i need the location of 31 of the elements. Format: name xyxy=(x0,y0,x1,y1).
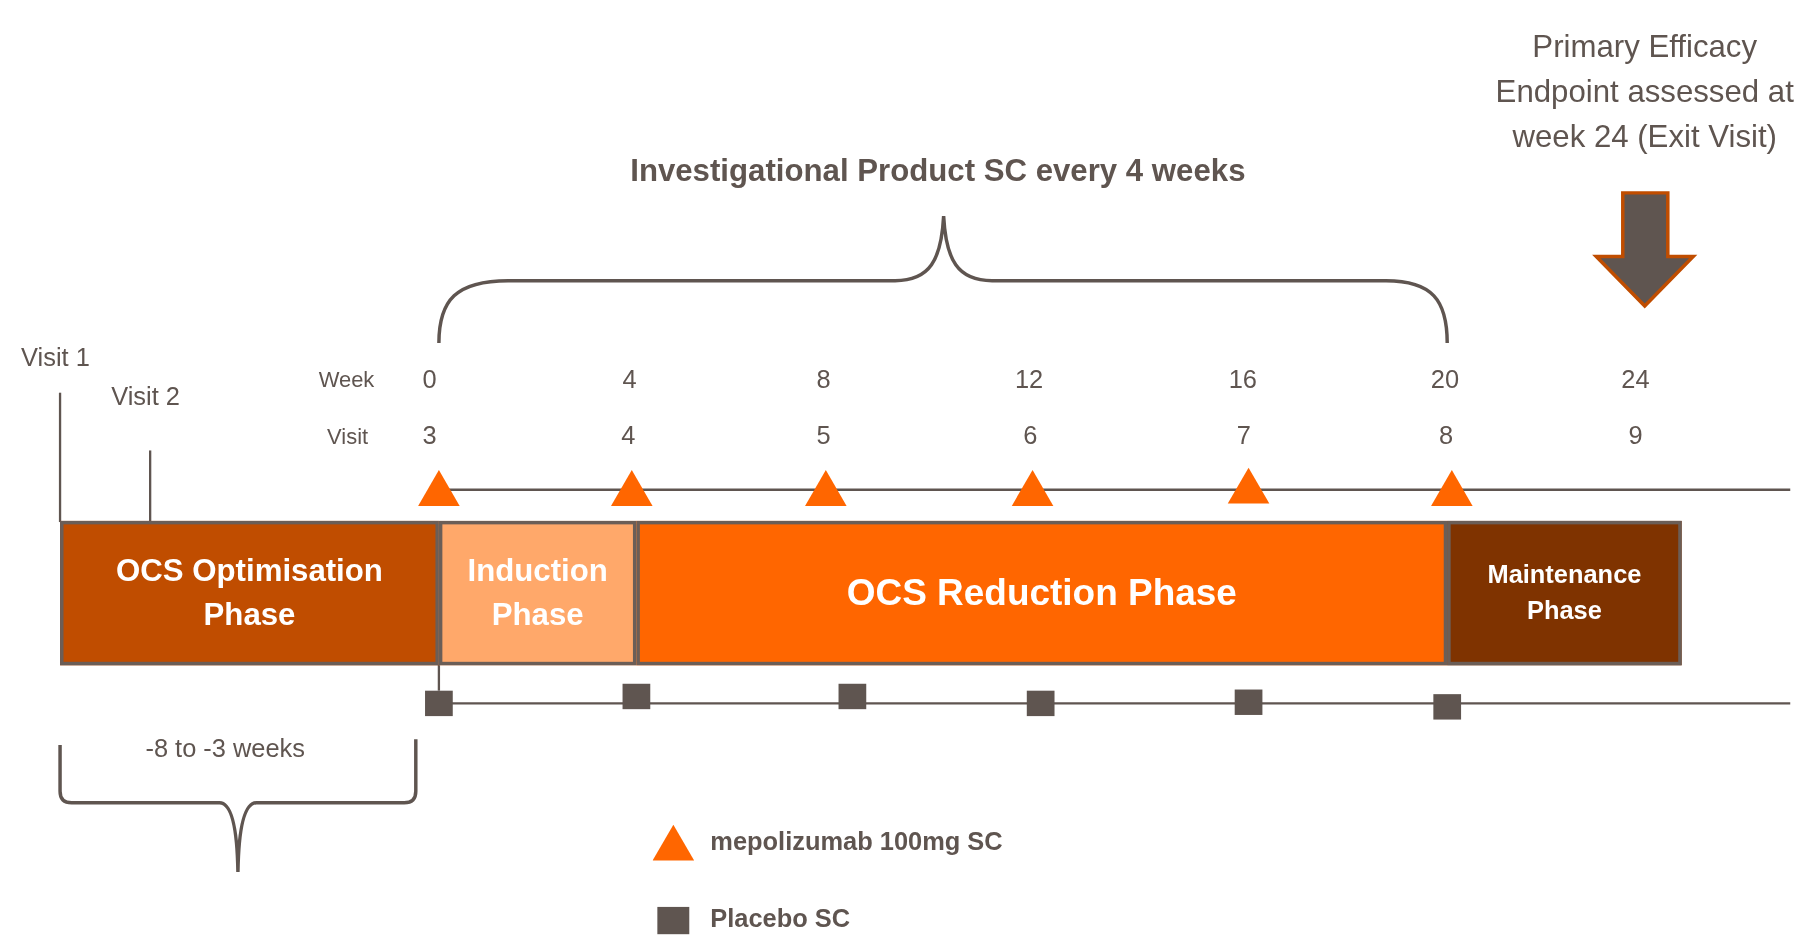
visit-label: Visit 2 xyxy=(111,382,180,413)
week-number: 4 xyxy=(622,365,637,395)
note-text: Primary Efficacy Endpoint assessed at week 24 (Exit Visit) xyxy=(1494,28,1795,157)
week-number: 12 xyxy=(1014,365,1044,395)
row-label: Visit xyxy=(327,423,369,450)
phase-label: Maintenance Phase xyxy=(1486,558,1643,627)
week-number: 20 xyxy=(1430,365,1460,395)
visit-number: 6 xyxy=(1023,420,1038,451)
phase-bar xyxy=(636,520,1448,666)
bracket-label: Investigational Product SC every 4 weeks xyxy=(630,153,1246,189)
phase-label: Induction Phase xyxy=(466,551,609,634)
visit-number: 4 xyxy=(621,420,636,451)
visit-number: 5 xyxy=(816,420,831,451)
duration-label: -8 to -3 weeks xyxy=(145,733,305,764)
week-number: 24 xyxy=(1621,365,1650,395)
visit-label: Visit 1 xyxy=(21,343,90,374)
legend-text: Placebo SC xyxy=(710,904,851,935)
phase-label: OCS Optimisation Phase xyxy=(115,551,384,634)
row-label: Week xyxy=(318,367,375,393)
phase-bar xyxy=(438,520,637,666)
visit-number: 7 xyxy=(1236,420,1251,451)
visit-number: 9 xyxy=(1628,420,1643,451)
visit-number: 8 xyxy=(1439,420,1454,451)
phase-label: OCS Reduction Phase xyxy=(846,570,1237,616)
phase-bar xyxy=(60,520,439,666)
week-number: 16 xyxy=(1228,365,1257,395)
visit-number: 3 xyxy=(422,420,437,451)
week-number: 0 xyxy=(422,365,437,395)
phase-bar xyxy=(1447,520,1682,666)
legend-text: mepolizumab 100mg SC xyxy=(710,827,1003,857)
week-number: 8 xyxy=(816,365,831,395)
